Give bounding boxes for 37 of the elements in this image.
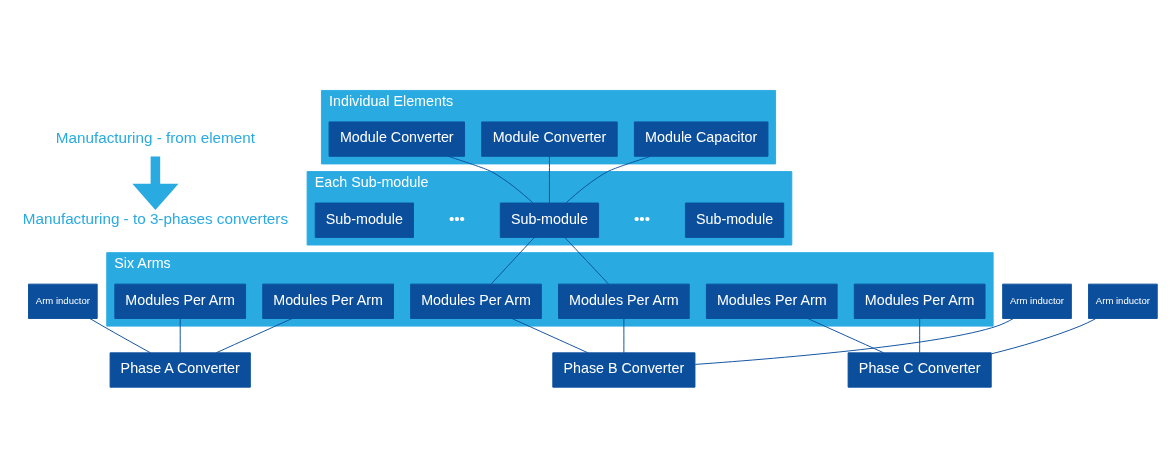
connector — [807, 317, 885, 353]
node-box: Arm inductor — [1002, 283, 1072, 319]
connector — [179, 317, 181, 353]
connector — [549, 155, 550, 203]
node-box: Modules Per Arm — [410, 283, 542, 319]
node-box: Modules Per Arm — [705, 283, 838, 319]
connector — [623, 317, 625, 353]
label: ••• — [448, 209, 465, 227]
connector — [511, 317, 589, 353]
node-box: Phase C Converter — [847, 351, 992, 388]
node-box: Modules Per Arm — [853, 283, 986, 319]
arrow — [132, 156, 179, 210]
node-text: Manufacturing - from element — [55, 128, 255, 146]
connector — [919, 317, 921, 353]
connector — [490, 236, 535, 284]
node-text: Manufacturing - to 3-phases converters — [22, 209, 289, 227]
connector — [215, 317, 293, 353]
node-box: Modules Per Arm — [262, 283, 394, 319]
node-box: Phase A Converter — [109, 351, 251, 388]
connector — [447, 155, 534, 203]
node-box: Sub-module — [499, 202, 600, 238]
node-box: Module Capacitor — [633, 120, 769, 157]
node-box: Module Converter — [328, 120, 465, 157]
connector — [89, 317, 151, 353]
node-box: Sub-module — [314, 202, 414, 238]
node-box: Phase B Converter — [552, 351, 696, 388]
node-box: Module Converter — [481, 120, 618, 157]
node-box: Arm inductor — [1088, 283, 1158, 319]
node-box: Sub-module — [684, 202, 785, 238]
node-box: Modules Per Arm — [114, 283, 247, 319]
connector — [565, 155, 651, 203]
node-box: Modules Per Arm — [558, 283, 690, 319]
connector — [564, 236, 609, 284]
node-box: Arm inductor — [28, 283, 98, 319]
connector — [991, 317, 1097, 354]
label: ••• — [633, 209, 651, 227]
connector — [694, 317, 1014, 365]
